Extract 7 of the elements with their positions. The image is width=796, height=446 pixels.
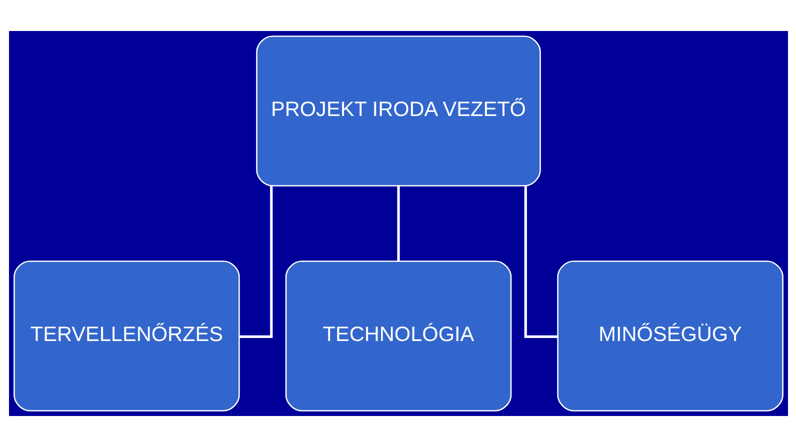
connector: [396, 185, 400, 261]
connector: [524, 186, 558, 338]
node-box: TERVELLENŐRZÉS: [13, 260, 240, 411]
node-box: TECHNOLÓGIA: [284, 260, 512, 411]
connector: [238, 186, 272, 338]
node-box: MINŐSÉGÜGY: [556, 260, 783, 411]
node-box: PROJEKT IRODA VEZETŐ: [256, 35, 540, 186]
